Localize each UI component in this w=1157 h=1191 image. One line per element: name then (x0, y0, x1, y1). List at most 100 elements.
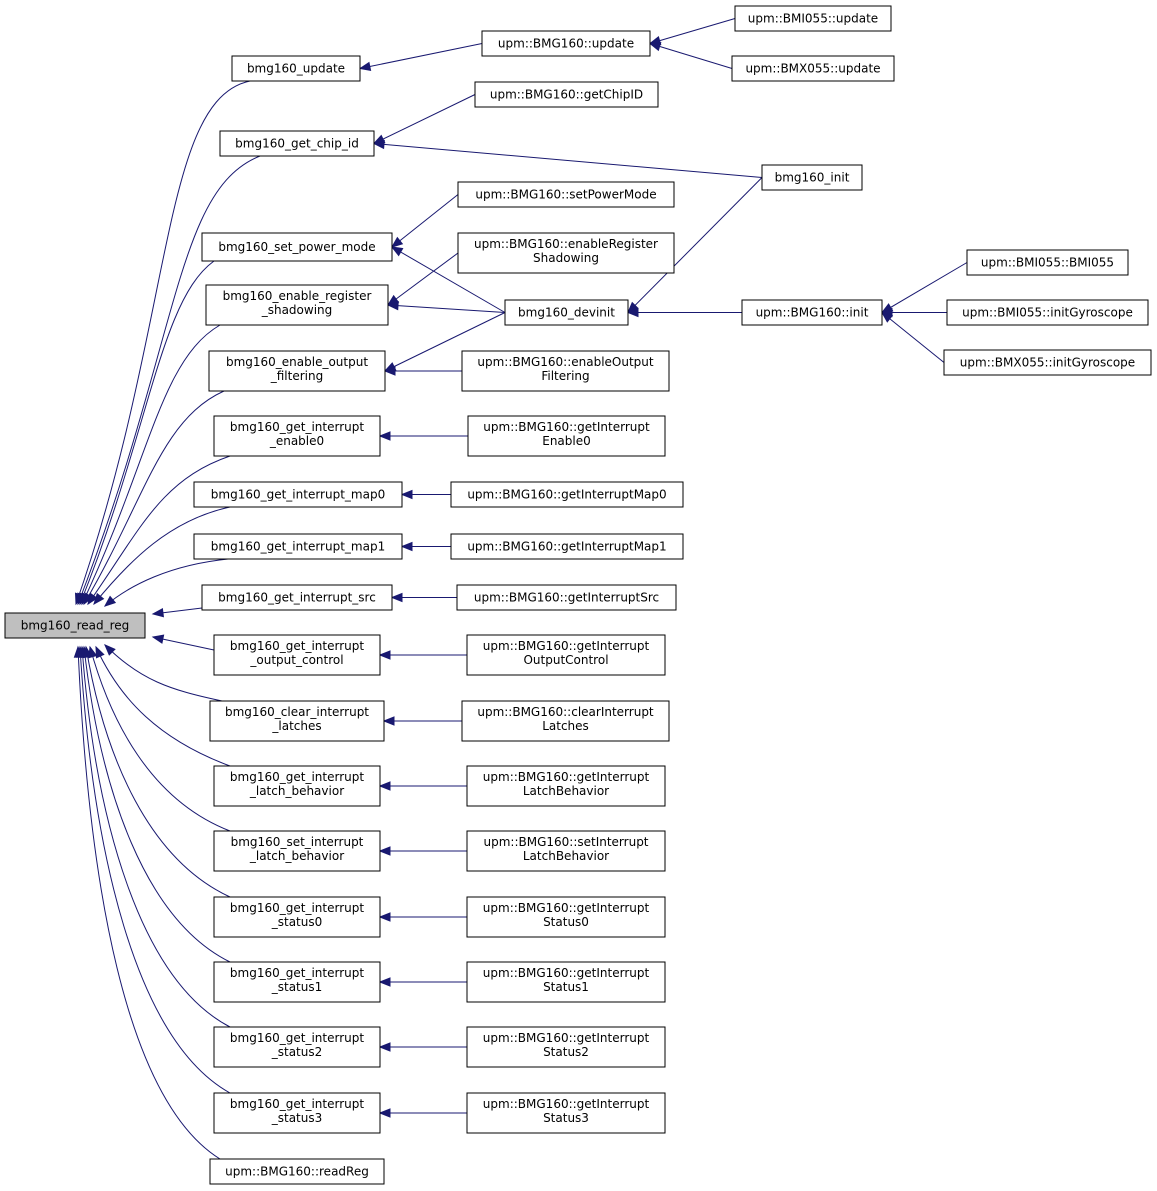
node-label-cgist1-0: upm::BMG160::getInterrupt (483, 966, 650, 980)
node-root[interactable]: bmg160_read_reg (4, 612, 146, 639)
node-label-gie0-0: bmg160_get_interrupt (230, 420, 364, 434)
node-cgim0[interactable]: upm::BMG160::getInterruptMap0 (450, 481, 684, 508)
arrowhead-cspm-to-spm (390, 236, 404, 248)
arrowhead-gioc-to-root (151, 634, 165, 644)
node-gist3[interactable]: bmg160_get_interrupt_status3 (213, 1092, 381, 1134)
node-label-gist2-1: _status2 (271, 1045, 323, 1059)
node-label-ceof-1: Filtering (541, 369, 589, 383)
node-label-gim0-0: bmg160_get_interrupt_map0 (211, 488, 385, 502)
node-box-ccil (461, 700, 670, 742)
node-label-cgilb-1: LatchBehavior (523, 784, 609, 798)
arrowhead-csilb-to-silb (378, 846, 391, 856)
arrowhead-cgist0-to-gist0 (378, 912, 391, 922)
arrowhead-cil-to-root (104, 644, 116, 656)
node-gim1[interactable]: bmg160_get_interrupt_map1 (193, 533, 403, 560)
node-label-gist3-0: bmg160_get_interrupt (230, 1097, 364, 1111)
node-label-spm-0: bmg160_set_power_mode (218, 240, 375, 254)
node-gioc[interactable]: bmg160_get_interrupt_output_control (213, 634, 381, 676)
node-box-cers (457, 232, 675, 274)
node-binit[interactable]: bmg160_init (761, 164, 863, 191)
arrowhead-crr-to-root (73, 645, 84, 658)
node-box-binit (761, 164, 863, 191)
node-eof[interactable]: bmg160_enable_output_filtering (208, 350, 386, 392)
node-cupd[interactable]: upm::BMG160::update (481, 30, 651, 57)
edge-binit-to-gcid (373, 143, 763, 178)
arrowhead-cgioc-to-gioc (378, 650, 391, 660)
arrowhead-gie0-to-root (87, 592, 98, 606)
edge-binit-to-devinit (627, 177, 763, 313)
node-box-bmx_upd (731, 55, 895, 82)
node-devinit[interactable]: bmg160_devinit (504, 299, 629, 326)
node-box-root (4, 612, 146, 639)
node-label-gist3-1: _status3 (271, 1111, 323, 1125)
node-ers[interactable]: bmg160_enable_register_shadowing (205, 284, 389, 326)
node-bmx_igyro[interactable]: upm::BMX055::initGyroscope (943, 349, 1152, 376)
node-label-cgie0-1: Enable0 (542, 434, 591, 448)
node-bmi_ctor[interactable]: upm::BMI055::BMI055 (966, 249, 1129, 276)
edge-gim1-to-root (104, 558, 229, 607)
node-label-bmi_ctor-0: upm::BMI055::BMI055 (981, 256, 1114, 270)
node-gim0[interactable]: bmg160_get_interrupt_map0 (193, 481, 403, 508)
node-box-gis (201, 584, 393, 611)
edge-gist3-to-root (79, 646, 231, 1094)
edge-gist0-to-root (85, 646, 231, 898)
node-gie0[interactable]: bmg160_get_interrupt_enable0 (213, 415, 381, 457)
arrowhead-ccil-to-cil (382, 716, 395, 726)
node-box-cgis (456, 584, 677, 611)
node-cspm[interactable]: upm::BMG160::setPowerMode (457, 181, 675, 208)
node-box-cgist2 (466, 1026, 666, 1068)
node-bmx_upd[interactable]: upm::BMX055::update (731, 55, 895, 82)
node-gis[interactable]: bmg160_get_interrupt_src (201, 584, 393, 611)
arrowhead-bmx_igyro-to-cinit (880, 311, 894, 323)
node-bmi_igyro[interactable]: upm::BMI055::initGyroscope (946, 299, 1149, 326)
node-label-gioc-1: _output_control (249, 653, 343, 667)
node-box-devinit (504, 299, 629, 326)
edge-cil-to-root (104, 644, 223, 702)
arrowhead-cinit-to-devinit (626, 307, 639, 318)
node-crr[interactable]: upm::BMG160::readReg (209, 1158, 385, 1185)
node-spm[interactable]: bmg160_set_power_mode (201, 232, 393, 262)
node-box-cinit (741, 299, 883, 326)
node-bmi_upd[interactable]: upm::BMI055::update (734, 5, 892, 32)
node-gist0[interactable]: bmg160_get_interrupt_status0 (213, 896, 381, 938)
node-cgim1[interactable]: upm::BMG160::getInterruptMap1 (450, 533, 684, 560)
node-box-bmi_ctor (966, 249, 1129, 276)
node-label-root-0: bmg160_read_reg (21, 619, 130, 633)
node-upd[interactable]: bmg160_update (231, 55, 361, 82)
node-box-bmx_igyro (943, 349, 1152, 376)
node-box-cgim0 (450, 481, 684, 508)
node-box-cgcid (474, 81, 659, 108)
node-box-bmi_igyro (946, 299, 1149, 326)
node-gist2[interactable]: bmg160_get_interrupt_status2 (213, 1026, 381, 1068)
node-label-ceof-0: upm::BMG160::enableOutput (477, 355, 654, 369)
node-cinit[interactable]: upm::BMG160::init (741, 299, 883, 326)
arrowhead-devinit-to-spm (390, 246, 404, 257)
node-label-gist1-1: _status1 (271, 980, 323, 994)
arrowhead-gim1-to-root (103, 595, 117, 607)
node-gist1[interactable]: bmg160_get_interrupt_status1 (213, 961, 381, 1003)
node-cgis[interactable]: upm::BMG160::getInterruptSrc (456, 584, 677, 611)
arrowhead-gim0-to-root (93, 592, 105, 606)
node-box-gie0 (213, 415, 381, 457)
node-gilb[interactable]: bmg160_get_interrupt_latch_behavior (213, 765, 381, 807)
node-cgcid[interactable]: upm::BMG160::getChipID (474, 81, 659, 108)
node-cil[interactable]: bmg160_clear_interrupt_latches (209, 700, 385, 742)
node-silb[interactable]: bmg160_set_interrupt_latch_behavior (213, 830, 381, 872)
node-gcid[interactable]: bmg160_get_chip_id (219, 130, 375, 157)
arrowhead-cgilb-to-gilb (378, 781, 391, 791)
edge-gim0-to-root (93, 506, 231, 605)
edge-cspm-to-spm (391, 194, 459, 248)
node-box-cgist3 (466, 1092, 666, 1134)
